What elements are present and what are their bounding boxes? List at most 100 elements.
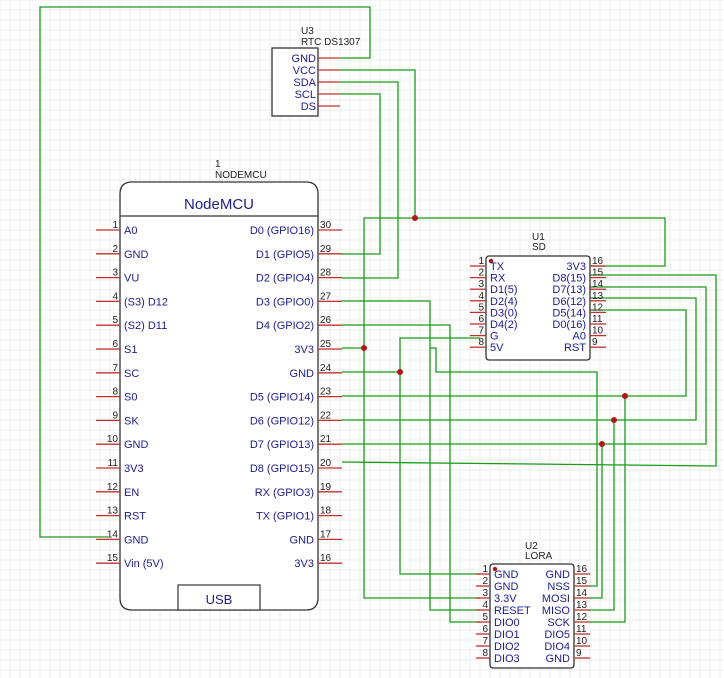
wire-d5-sck[interactable]	[342, 309, 687, 397]
nodemcu-left-pin-number: 12	[107, 482, 119, 493]
wire-sda-d2[interactable]	[340, 81, 399, 279]
wire-vcc-3v3[interactable]	[340, 69, 666, 267]
wire-lora-nss[interactable]	[430, 347, 598, 587]
wire-3v3-lora[interactable]	[363, 348, 480, 599]
wire-3v3-bus[interactable]	[342, 217, 415, 349]
nodemcu-right-pin-number: 18	[320, 506, 332, 517]
wire-scl-d1[interactable]	[340, 93, 381, 255]
nodemcu-left-pin-label: EN	[124, 487, 139, 499]
sd-left-pin-number: 2	[478, 268, 484, 279]
sd-left-pin-label: G	[490, 331, 499, 343]
nodemcu-left-pin-number: 14	[107, 529, 119, 540]
sd-left-pin-label: RX	[490, 273, 506, 285]
lora-right-pin-label: GND	[546, 653, 571, 665]
junction-mosi	[599, 441, 605, 447]
usb-connector	[177, 584, 261, 611]
nodemcu-left-pin-label: 3V3	[124, 463, 144, 475]
nodemcu-right-pin-number: 20	[320, 458, 332, 469]
rtc-pin-label: SDA	[293, 77, 316, 89]
sd-left-pin-number: 7	[478, 326, 484, 337]
sd-left-pin-label: D2(4)	[490, 296, 518, 308]
lora-left-pin-number: 5	[482, 612, 488, 623]
nodemcu-right-pin-number: 16	[320, 553, 332, 564]
sd-left-pin-number: 1	[478, 256, 484, 267]
lora-left-pin-number: 6	[482, 624, 488, 635]
rtc-pin-label: VCC	[293, 65, 316, 77]
lora-right-pin-number: 16	[576, 564, 588, 575]
nodemcu-right-pin-label: GND	[290, 534, 315, 546]
junction-miso	[611, 417, 617, 423]
lora-left-pin-label: 3.3V	[494, 593, 517, 605]
sd-right-pin-number: 15	[592, 268, 604, 279]
rtc-ref: U3	[301, 26, 314, 37]
nodemcu-left-pin-number: 6	[112, 339, 118, 350]
sd-right-pin-label: D8(15)	[552, 273, 586, 285]
nodemcu-left-pin-number: 9	[112, 410, 118, 421]
wire-d7-lora-mosi[interactable]	[590, 444, 603, 599]
wire-d3-lora-reset[interactable]	[342, 300, 480, 611]
lora-right-pin-label: SCK	[547, 617, 570, 629]
nodemcu-body	[119, 181, 319, 611]
sd-left-pin-label: D4(2)	[490, 319, 518, 331]
nodemcu-right-pin-label: D8 (GPIO15)	[250, 463, 314, 475]
rtc-pin-label: SCL	[295, 89, 316, 101]
nodemcu-right-pin-label: D1 (GPIO5)	[256, 249, 314, 261]
nodemcu-left-pin-label: SK	[124, 415, 139, 427]
sd-left-pin-label: D1(5)	[490, 284, 518, 296]
junction-sck	[622, 393, 628, 399]
wire-d6-miso[interactable]	[342, 297, 697, 421]
nodemcu-left-pin-label: RST	[124, 511, 146, 523]
nodemcu-left-pin-label: GND	[124, 534, 149, 546]
nodemcu-left-pin-label: A0	[124, 225, 137, 237]
nodemcu-left-pin-number: 7	[112, 363, 118, 374]
nodemcu-right-pin-number: 23	[320, 387, 332, 398]
nodemcu-ref: 1	[215, 159, 221, 170]
nodemcu-left-pin-label: VU	[124, 273, 139, 285]
sd-left-pin-label: 5V	[490, 342, 504, 354]
lora-right-pin-label: DIO4	[544, 641, 570, 653]
wire-gnd-lora[interactable]	[399, 372, 480, 575]
lora-left-pin-label: DIO2	[494, 641, 520, 653]
lora-left-pin-number: 1	[482, 564, 488, 575]
lora-value: LORA	[525, 551, 553, 562]
wire-d6-lora-miso[interactable]	[590, 420, 615, 611]
nodemcu-right-pin-number: 22	[320, 410, 332, 421]
wire-d4-lora-dio0[interactable]	[342, 324, 480, 623]
sd-right-pin-label: D6(12)	[552, 296, 586, 308]
nodemcu-right-pin-number: 26	[320, 315, 332, 326]
wire-d5-lora-sck[interactable]	[590, 396, 626, 623]
sd-ref: U1	[532, 232, 545, 243]
wire-d7-mosi[interactable]	[342, 286, 707, 445]
nodemcu-right-pin-label: D7 (GPIO13)	[250, 439, 314, 451]
wire-gnd-rtc-nodemcu[interactable]	[39, 6, 371, 538]
sd-left-pin-label: TX	[490, 261, 505, 273]
nodemcu-right-pin-label: D4 (GPIO2)	[256, 320, 314, 332]
lora-left-pin-label: GND	[494, 581, 519, 593]
sd-right-pin-label: A0	[573, 331, 586, 343]
wire-d8-sd-cs[interactable]	[341, 274, 717, 467]
nodemcu-left-pin-number: 1	[112, 220, 118, 231]
sd-right-pin-number: 16	[592, 256, 604, 267]
nodemcu-right-pin-label: 3V3	[294, 344, 314, 356]
lora-right-pin-label: MOSI	[542, 593, 570, 605]
nodemcu-right-pin-label: D5 (GPIO14)	[250, 392, 314, 404]
sd-left-pin-number: 6	[478, 314, 484, 325]
lora-left-pin-label: DIO0	[494, 617, 520, 629]
lora-right-pin-number: 12	[576, 612, 588, 623]
lora-left-pin-label: GND	[494, 569, 519, 581]
lora-right-pin-number: 9	[576, 648, 582, 659]
nodemcu-left-pin-label: Vin (5V)	[124, 558, 164, 570]
nodemcu-left-pin-label: GND	[124, 249, 149, 261]
sd-pin1-marker	[488, 258, 494, 264]
lora-left-pin-number: 4	[482, 600, 488, 611]
nodemcu-right-pin-label: D0 (GPIO16)	[250, 225, 314, 237]
wire-gnd-sd[interactable]	[342, 337, 480, 373]
lora-ref: U2	[525, 541, 538, 552]
rtc-pin-label: DS	[301, 101, 316, 113]
sd-right-pin-number: 11	[592, 314, 603, 325]
